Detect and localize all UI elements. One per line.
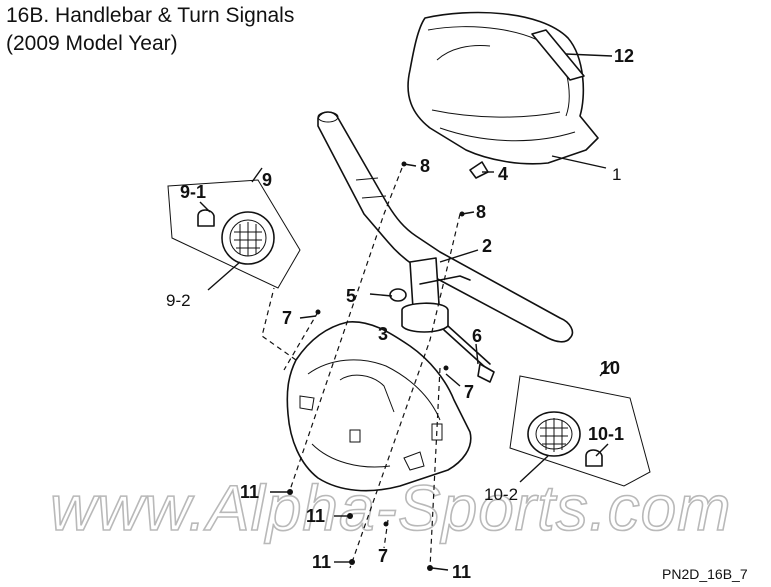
assembly-guide-lines [261,167,461,569]
callout-9-2: 9-2 [166,291,191,310]
callout-6: 6 [472,326,482,346]
callout-11-a: 11 [240,482,259,502]
part-decal-strip [531,29,585,81]
callout-8-upper: 8 [420,156,430,176]
part-bolt [443,325,495,383]
callout-8-lower: 8 [476,202,486,222]
callout-10: 10 [600,358,620,378]
leader-lines [199,53,613,571]
part-right-turn-signal [509,375,651,487]
callout-11-c: 11 [312,552,331,572]
callout-3: 3 [378,324,388,344]
callout-12: 12 [614,46,634,66]
part-lower-cover [286,321,472,492]
diagram-subtitle: (2009 Model Year) [6,32,178,55]
callout-11-b: 11 [306,506,325,526]
callout-7-left: 7 [282,308,292,328]
callout-9: 9 [262,170,272,190]
diagram-code: PN2D_16B_7 [662,566,748,582]
callout-11-d: 11 [452,562,471,582]
part-clip [469,161,489,179]
callout-7-bottom: 7 [378,546,388,566]
callout-7-right: 7 [464,382,474,402]
fastener-dots [287,161,465,571]
callout-1: 1 [612,165,621,184]
callout-9-1: 9-1 [180,182,206,202]
callout-2: 2 [482,236,492,256]
callout-5: 5 [346,286,356,306]
part-left-turn-signal [167,179,301,289]
callout-10-2: 10-2 [484,485,518,504]
callout-10-1: 10-1 [588,424,624,444]
callout-4: 4 [498,164,508,184]
part-upper-cover [407,11,599,165]
diagram-title: 16B. Handlebar & Turn Signals [6,4,295,27]
